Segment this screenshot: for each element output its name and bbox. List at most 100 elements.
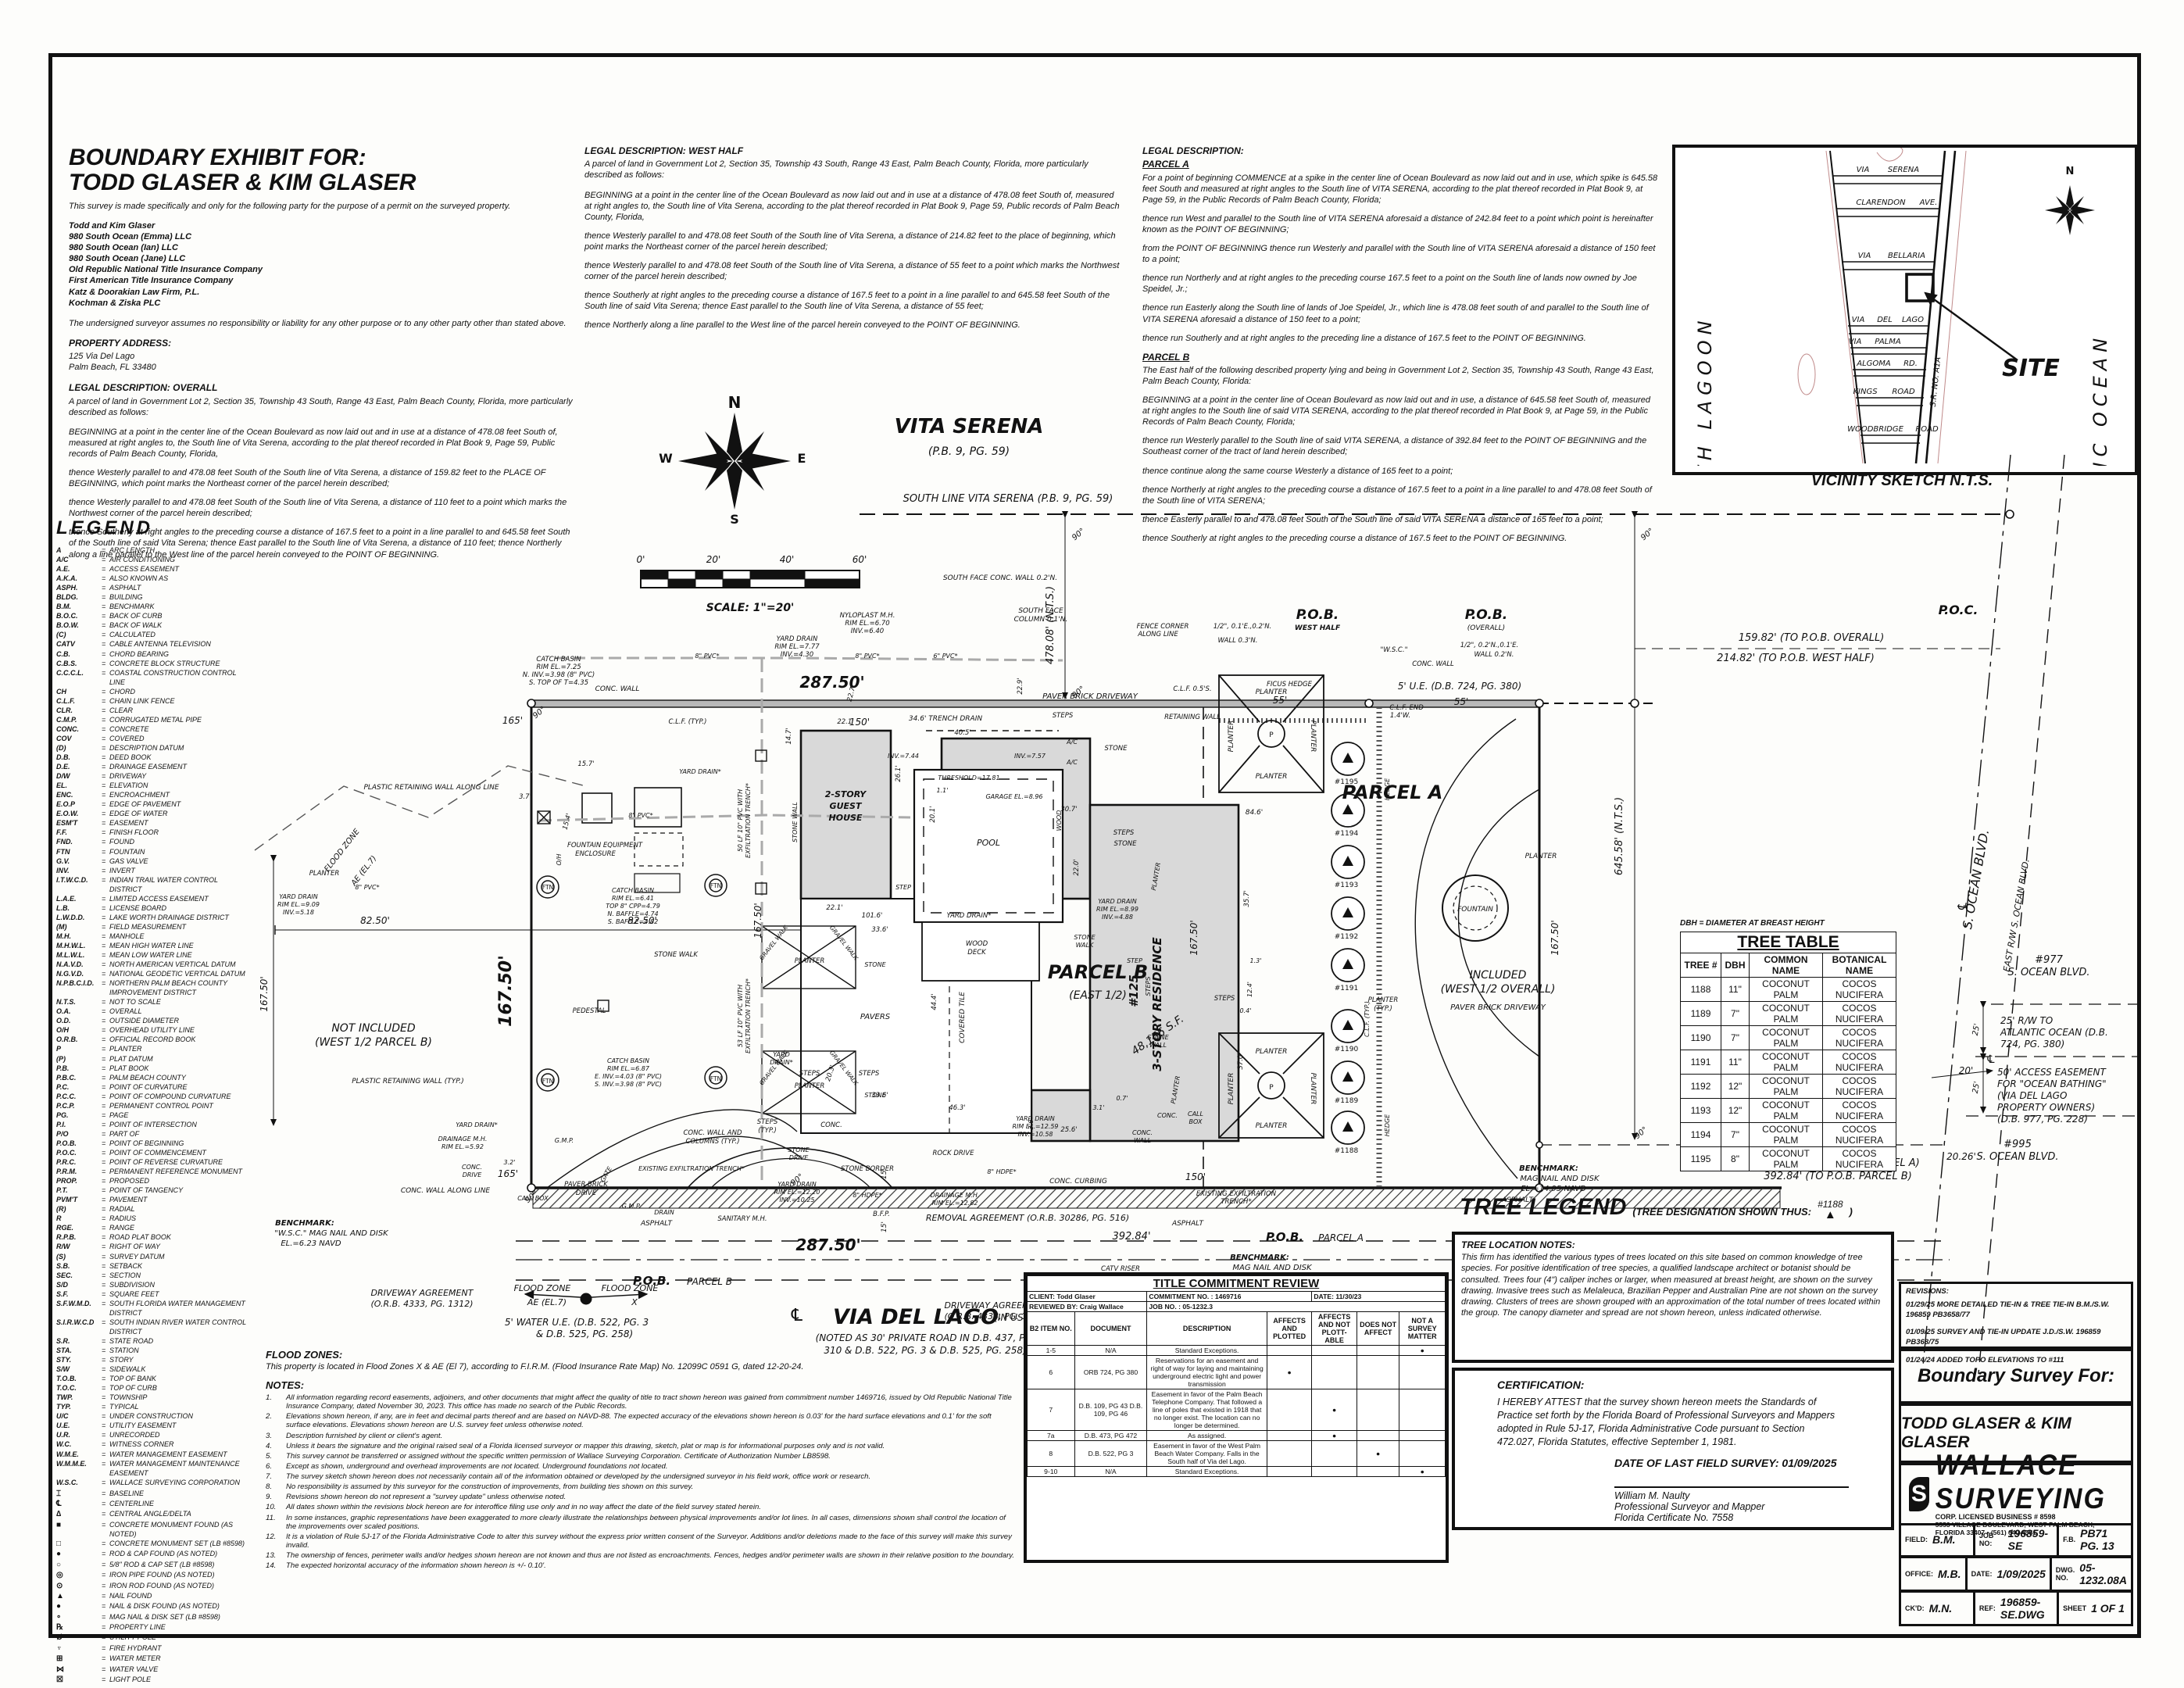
commitment-cell: 9-10 <box>1027 1466 1075 1477</box>
plan-label: CLARENDON <box>1856 198 1906 207</box>
flood-zones-body: This property is located in Flood Zones … <box>266 1362 804 1372</box>
plan-label: TOP 8" CPP=4.79 <box>606 903 660 910</box>
plan-label: AE (EL.7) <box>527 1297 567 1307</box>
plan-label: 287.50' <box>795 1236 860 1254</box>
legend-item: ESM'T=EASEMENT <box>56 819 148 828</box>
title-commitment-panel: TITLE COMMITMENT REVIEW CLIENT: Todd Gla… <box>1024 1272 1449 1563</box>
plan-label: ATLANTIC OCEAN (D.B. <box>2000 1027 2108 1038</box>
tree-table-cell: 1189 <box>1680 1001 1721 1026</box>
plan-label: 0' <box>637 554 645 565</box>
commitment-header-cell: B2 ITEM NO. <box>1027 1311 1075 1346</box>
legend-item: S.B.=SETBACK <box>56 1261 143 1270</box>
plan-label: GATE <box>599 1165 614 1184</box>
plan-label: RIM EL.=7.25 <box>536 663 581 671</box>
plan-label: P.O.B. <box>633 1274 670 1288</box>
legal-overall-body: BEGINNING at a point in the center line … <box>69 427 573 560</box>
plan-label: WALL <box>1149 1042 1167 1049</box>
tree-table-cell: 7" <box>1721 1025 1750 1050</box>
legend-item: PVM'T=PAVEMENT <box>56 1196 148 1204</box>
commitment-cell: ● <box>1311 1430 1357 1441</box>
plan-label: 20' <box>1959 1065 1974 1076</box>
plan-label: & D.B. 525, PG. 258) <box>536 1329 633 1339</box>
plan-label: VIA <box>1852 316 1865 324</box>
plan-label: FLOOD ZONE <box>514 1283 571 1293</box>
plan-label: P.O.B. <box>1296 607 1339 623</box>
plan-label: ALGOMA <box>1856 359 1891 368</box>
plan-label: (D.B. 977, PG. 228) <box>1997 1114 2088 1125</box>
plan-label: PROPERTY OWNERS) <box>1997 1102 2095 1113</box>
plan-label: PLANTER <box>795 957 825 965</box>
commitment-date: DATE: 11/30/23 <box>1311 1291 1446 1302</box>
tree-marker-icon <box>1342 1020 1353 1030</box>
paragraph: thence continue along the same course We… <box>1142 466 1453 476</box>
plan-label: PAVER BRICK DRIVEWAY <box>1450 1003 1546 1012</box>
plan-label: CONC. <box>1132 1129 1153 1136</box>
tree-table-cell: 8" <box>1721 1146 1750 1171</box>
plan-label: 53 LF 10" PVC WITH <box>737 985 744 1047</box>
plan-label: #995 <box>2003 1139 2032 1150</box>
party-name: First American Title Insurance Company <box>69 276 234 286</box>
legend-item: N.P.B.C.I.D.=NORTHERN PALM BEACH COUNTY … <box>56 979 228 997</box>
note-item: 9.Revisions shown hereon do not represen… <box>266 1493 567 1502</box>
legend-item: U/C=UNDER CONSTRUCTION <box>56 1412 193 1421</box>
legend-item: P.R.C.=POINT OF REVERSE CURVATURE <box>56 1158 223 1167</box>
vicinity-map-lines <box>1797 148 2095 464</box>
plan-label: 3.1' <box>1093 1104 1105 1111</box>
tree-marker-icon <box>1342 804 1353 814</box>
vicinity-title: VICINITY SKETCH N.T.S. <box>1810 472 1993 489</box>
plan-label: PLANTER <box>795 1082 825 1090</box>
tree-table-header-cell: BOTANICAL NAME <box>1821 953 1897 978</box>
plan-label: RIM EL.=6.87 <box>607 1065 650 1072</box>
parcel-b-body: The East half of the following described… <box>1142 365 1658 544</box>
plan-label: STEPS <box>1214 995 1235 1003</box>
commitment-cell: D.B. 109, PG 43 D.B. 109, PG 46 <box>1074 1389 1148 1431</box>
legend-symbol-item: ●=ROD & CAP FOUND (AS NOTED) <box>56 1550 218 1559</box>
plan-label: 25' R/W TO <box>2000 1015 2053 1026</box>
tree-legend-close: ) <box>1849 1206 1853 1218</box>
note-item: 7.The survey sketch shown hereon does no… <box>266 1472 871 1481</box>
legend-symbol-item: ▲=NAIL FOUND <box>56 1591 152 1600</box>
commitment-cell: Standard Exceptions. <box>1146 1466 1267 1477</box>
party-name: Old Republic National Title Insurance Co… <box>69 265 263 275</box>
plan-label: STONE <box>1147 1034 1169 1041</box>
legend-item: L.B.=LICENSE BOARD <box>56 903 167 912</box>
plan-label: 15' <box>881 1168 888 1179</box>
plan-label: STONE <box>864 1092 886 1099</box>
commitment-cell <box>1399 1440 1446 1467</box>
plan-label: DECK <box>967 949 987 957</box>
plan-label: YARD DRAIN* <box>947 912 992 920</box>
plan-label: STEP <box>895 884 911 891</box>
plan-label: INV.=4.88 <box>1102 914 1133 921</box>
plan-label: 46.3' <box>949 1104 965 1112</box>
plan-label: POOL <box>977 838 1000 848</box>
legend-item: W.S.C.=WALLACE SURVEYING CORPORATION <box>56 1478 241 1486</box>
legend-symbol-icon: ∆ <box>56 1510 62 1519</box>
plan-label: DRAIN* <box>770 1059 793 1066</box>
plan-label: WALK <box>1076 942 1094 949</box>
paragraph: thence Westerly parallel to and 478.08 f… <box>69 468 546 489</box>
tree-notes-title: TREE LOCATION NOTES: <box>1461 1239 1575 1250</box>
notes-list: 1.All information regarding record easem… <box>266 1393 1016 1570</box>
plan-label: (TYP.) <box>1374 1005 1392 1013</box>
plan-label: 22.1' <box>826 904 842 912</box>
exhibit-intro: This survey is made specifically and onl… <box>69 202 511 211</box>
plan-label: SOUTH FACE CONC. WALL 0.2'N. <box>943 574 1057 582</box>
tree-number-label: #1189 <box>1335 1097 1359 1105</box>
legend-item: P/O=PART OF <box>56 1129 140 1138</box>
revisions-label: REVISIONS: <box>1906 1287 1949 1296</box>
commitment-header-cell: DESCRIPTION <box>1146 1311 1267 1346</box>
tree-number-label: #1188 <box>1335 1147 1359 1155</box>
legend-item: O/H=OVERHEAD UTILITY LINE <box>56 1026 195 1035</box>
commitment-title: TITLE COMMITMENT REVIEW <box>1027 1275 1446 1292</box>
commitment-cell <box>1356 1345 1400 1356</box>
plan-label: #977 <box>2035 954 2063 966</box>
legend-item: S.R.=STATE ROAD <box>56 1336 154 1345</box>
plan-label: 44.4' <box>931 993 938 1010</box>
plan-label: STEPS <box>1053 712 1074 720</box>
plan-label: TRENCH* <box>1221 1198 1251 1206</box>
legend-item: D.B.=DEED BOOK <box>56 753 152 762</box>
commitment-header-cell: DOCUMENT <box>1074 1311 1148 1346</box>
